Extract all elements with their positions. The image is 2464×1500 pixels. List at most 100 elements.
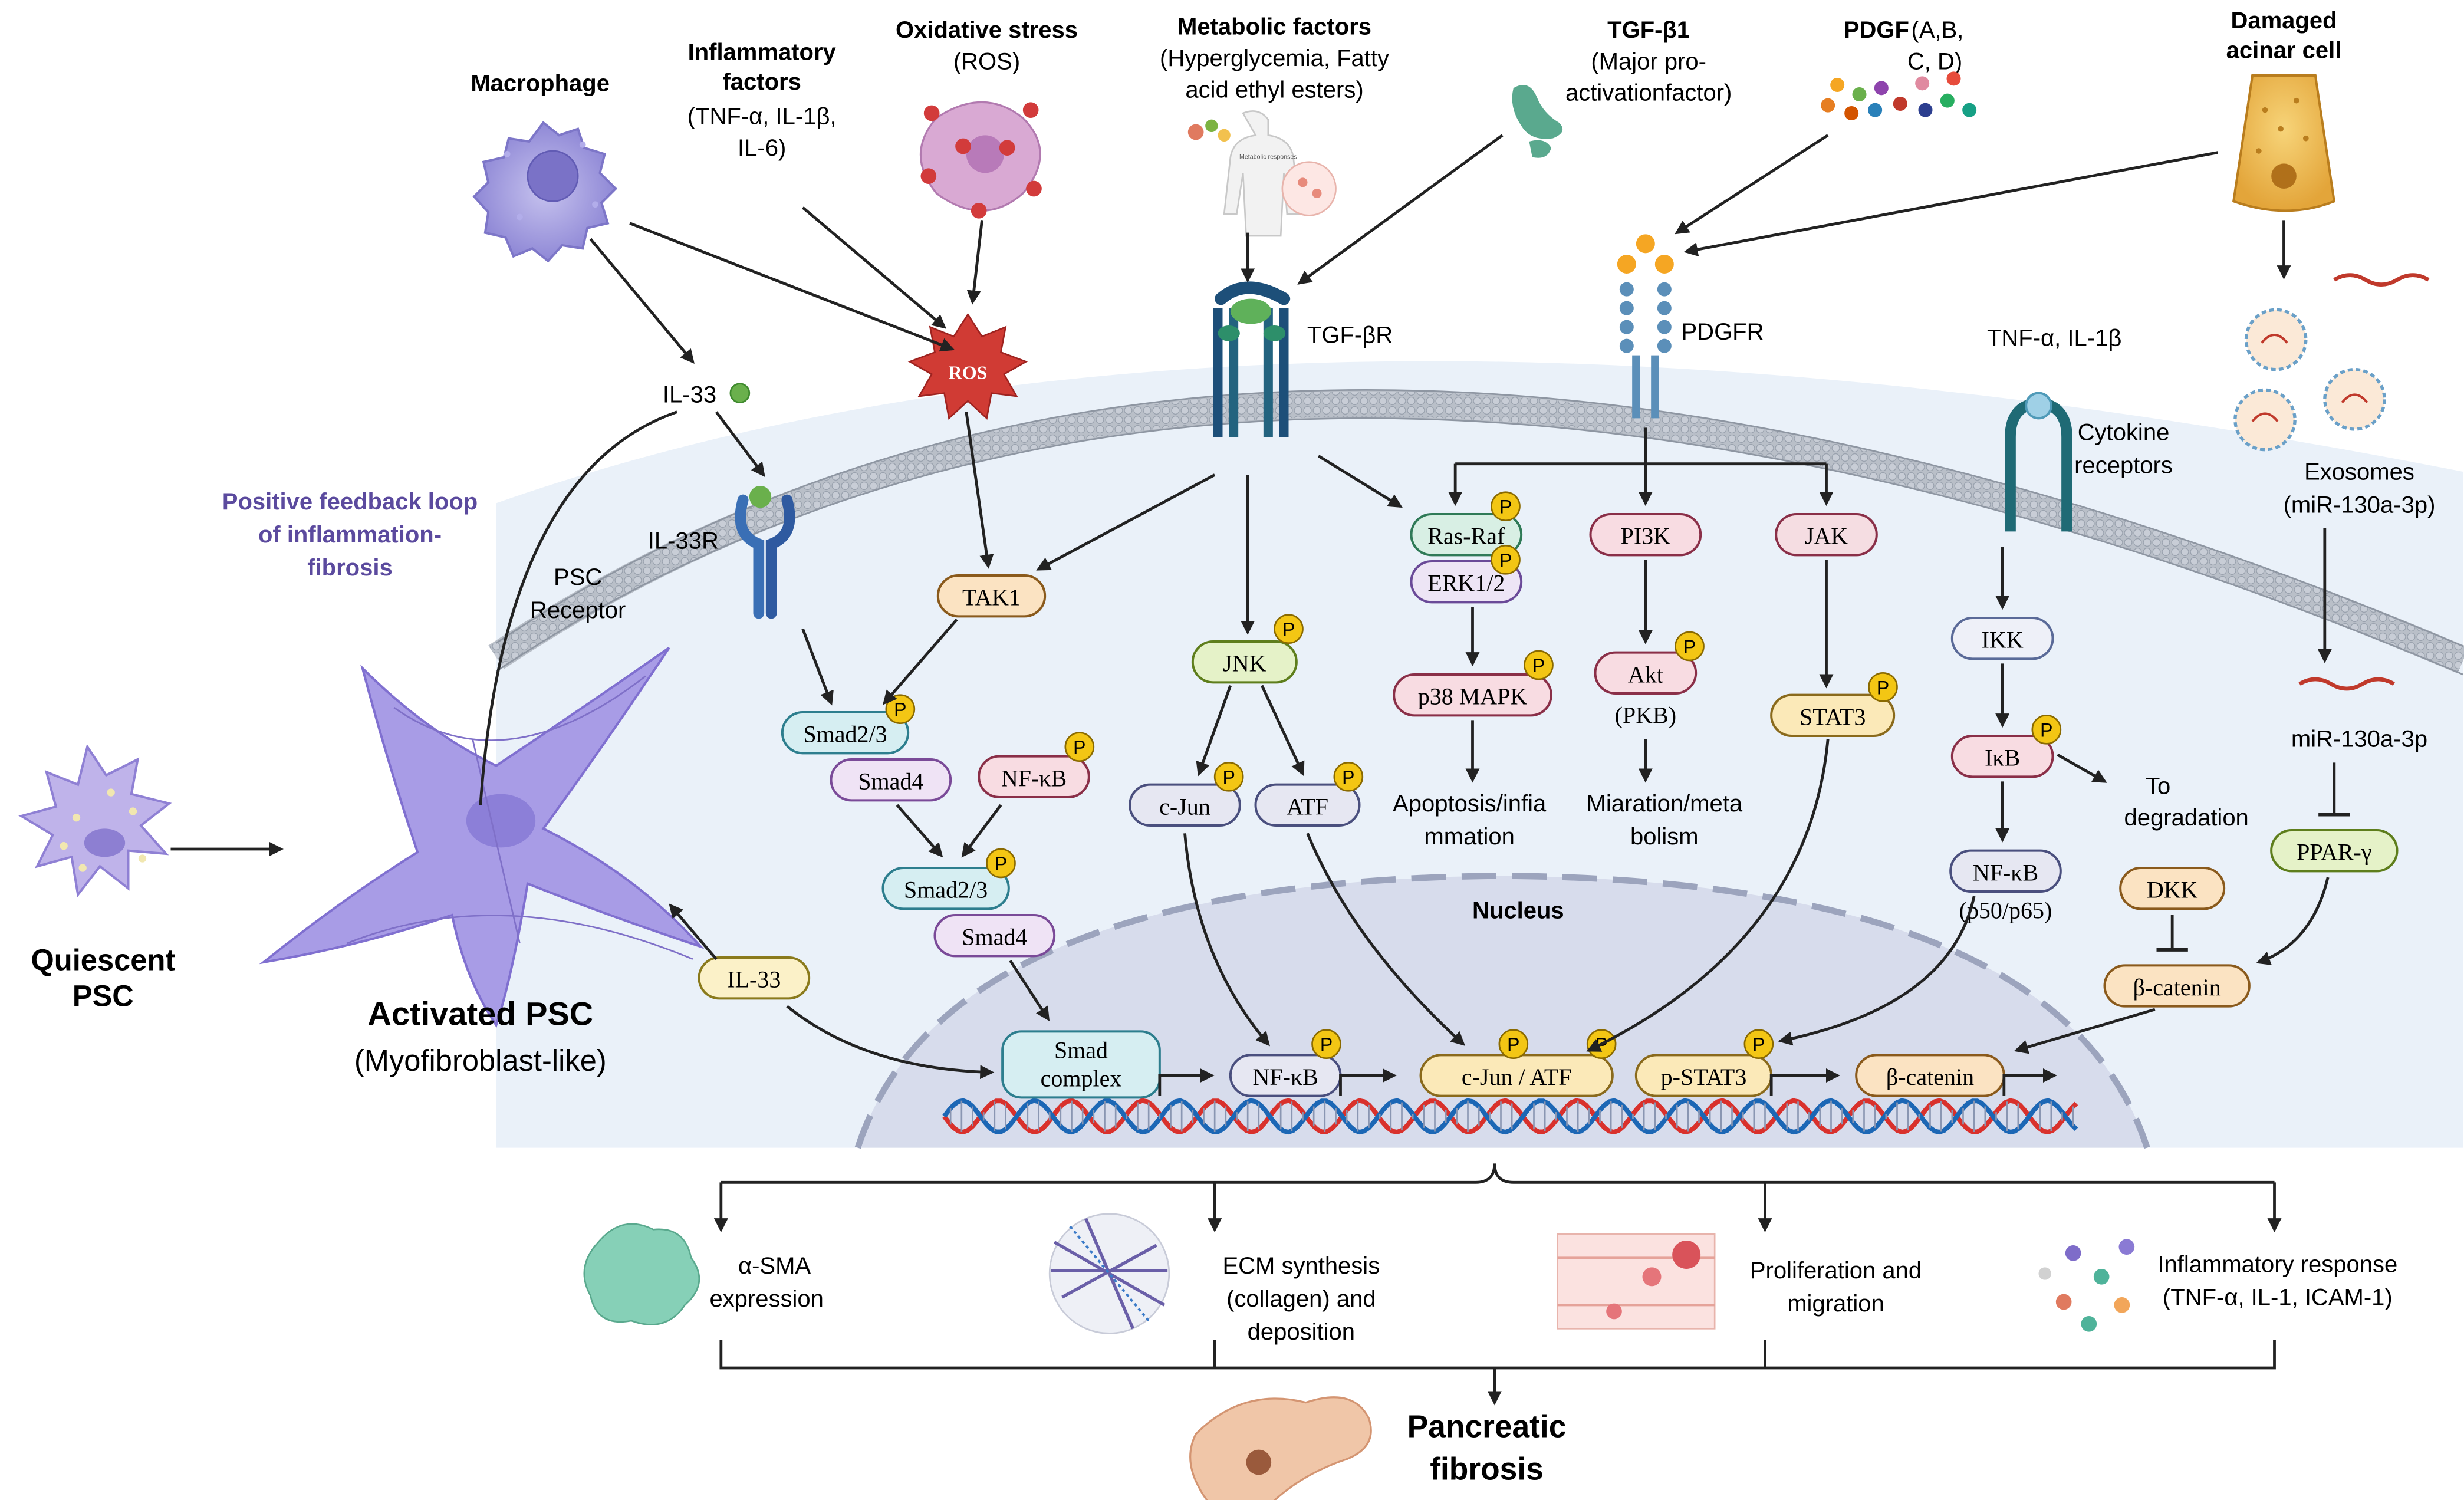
phospho-badge: P [2031, 715, 2062, 745]
ecm-label-3: deposition [1248, 1319, 1355, 1345]
tnf-il1-label: TNF-α, IL-1β [1987, 325, 2121, 351]
inflammatory-sub-2: IL-6) [738, 135, 786, 161]
svg-text:P: P [1877, 677, 1889, 698]
nucleus-shape [854, 872, 2150, 1149]
svg-text:ERK1/2: ERK1/2 [1427, 570, 1505, 597]
tgf-title: TGF-β1 [1607, 17, 1690, 43]
svg-text:β-catenin: β-catenin [2133, 974, 2221, 1001]
pill-smad-complex: Smad complex [1001, 1030, 1161, 1099]
phospho-badge: P [986, 848, 1016, 879]
asma-label-1: α-SMA [738, 1253, 811, 1279]
phospho-badge: P [1213, 762, 1244, 792]
p50p65-label: (p50/p65) [1959, 897, 2052, 923]
svg-text:p-STAT3: p-STAT3 [1661, 1064, 1747, 1090]
pill-pparg: PPAR-γ [2270, 828, 2399, 873]
pdgf-sub-2: C, D) [1907, 48, 1962, 74]
ros-burst-icon: ROS [907, 312, 1028, 420]
svg-text:JNK: JNK [1223, 650, 1266, 677]
mirna-strand-icon [2298, 677, 2395, 691]
pdgf-sub-1: (A,B, [1912, 17, 1964, 43]
damaged-title-2: acinar cell [2226, 38, 2342, 64]
svg-text:JAK: JAK [1805, 523, 1848, 550]
metabolic-sub-1: (Hyperglycemia, Fatty [1160, 45, 1389, 71]
svg-text:P: P [1752, 1034, 1765, 1055]
apoptosis-label-2: mmation [1424, 824, 1514, 850]
apoptosis-label-1: Apoptosis/infia [1393, 791, 1547, 817]
feedback-label-3: fibrosis [307, 555, 392, 581]
svg-text:Smad4: Smad4 [962, 924, 1027, 950]
svg-text:IL-33: IL-33 [727, 966, 781, 993]
svg-text:IκB: IκB [1985, 745, 2020, 771]
pill-atf: ATF [1254, 783, 1361, 827]
ecm-label-1: ECM synthesis [1222, 1253, 1380, 1279]
pill-smad4: Smad4 [830, 758, 952, 802]
inflammatory-title-2: factors [722, 69, 801, 95]
pill-jak: JAK [1775, 513, 1878, 557]
asma-label-2: expression [709, 1286, 823, 1312]
pancreas-icon [1189, 1396, 1372, 1500]
exosomes-icon [2233, 273, 2430, 452]
pdgf-title: PDGF [1844, 17, 1909, 43]
feedback-label-2: of inflammation- [258, 522, 442, 548]
inflam-label-1: Inflammatory response [2157, 1251, 2397, 1277]
to-degradation-label-2: degradation [2124, 805, 2249, 831]
pill-pstat3: p-STAT3 [1634, 1054, 1773, 1097]
macrophage-label: Macrophage [471, 71, 610, 97]
phospho-badge: P [885, 694, 916, 724]
output-bracket [713, 1163, 2282, 1406]
quiescent-label-1: Quiescent [31, 943, 175, 976]
ecm-fibers-icon [1048, 1213, 1170, 1334]
svg-text:TAK1: TAK1 [962, 584, 1021, 611]
phospho-badge: P [1491, 491, 1521, 521]
svg-text:c-Jun: c-Jun [1159, 793, 1210, 820]
final-label-2: fibrosis [1430, 1452, 1544, 1486]
svg-text:P: P [1499, 496, 1512, 518]
svg-text:P: P [894, 699, 906, 721]
final-label-1: Pancreatic [1407, 1409, 1567, 1444]
acinar-cell-icon [2232, 74, 2336, 212]
tgf-sub-2: activationfactor) [1565, 80, 1732, 106]
cytokine-label-2: receptors [2074, 453, 2173, 479]
psc-receptor-label-2: Receptor [530, 597, 626, 623]
inflammatory-sub-1: (TNF-α, IL-1β, [687, 104, 837, 130]
svg-text:β-catenin: β-catenin [1886, 1064, 1974, 1090]
il33-free-label: IL-33 [663, 382, 716, 408]
svg-text:Ras-Raf: Ras-Raf [1427, 523, 1505, 550]
quiescent-label-2: PSC [73, 979, 134, 1013]
metabolic-sub-2: acid ethyl esters) [1185, 77, 1363, 103]
signalling-molecules: TAK1 Smad2/3 Smad4 NF-κB Smad2/3 Smad4 I… [698, 513, 2399, 1099]
pill-smad23: Smad2/3 [781, 710, 910, 755]
pill-il33: IL-33 [698, 956, 811, 1000]
pdgf-molecules-icon [1821, 71, 1977, 120]
exosomes-label-2: (miR-130a-3p) [2284, 492, 2436, 518]
tgfbr-label: TGF-βR [1307, 322, 1393, 348]
pdgfr-label: PDGFR [1682, 319, 1764, 345]
pill-ikk: IKK [1950, 616, 2054, 660]
phospho-badge: P [1675, 631, 1705, 662]
svg-text:PPAR-γ: PPAR-γ [2297, 839, 2371, 866]
ros-burst-label: ROS [949, 362, 988, 383]
proliferation-vessel-icon [1557, 1233, 1716, 1330]
pill-smad4-nuc: Smad4 [933, 913, 1056, 958]
pill-smad23-nuc: Smad2/3 [881, 866, 1010, 910]
svg-text:P: P [2040, 719, 2052, 741]
il33r-receptor-icon [735, 486, 795, 619]
pill-dkk: DKK [2119, 866, 2226, 910]
svg-text:ATF: ATF [1287, 793, 1328, 820]
oxidative-sub: (ROS) [953, 48, 1020, 74]
tgfbr-receptor-icon [1213, 281, 1291, 438]
svg-text:P: P [1507, 1034, 1519, 1055]
inflam-label-2: (TNF-α, IL-1, ICAM-1) [2163, 1284, 2393, 1310]
macrophage-cell [472, 121, 617, 263]
il33-ligand-icon [729, 383, 751, 403]
to-degradation-label-1: To [2146, 774, 2170, 800]
prolif-label-2: migration [1787, 1291, 1884, 1317]
svg-text:NF-κB: NF-κB [1253, 1064, 1318, 1090]
il33r-label: IL-33R [648, 528, 719, 554]
svg-text:P: P [1532, 655, 1545, 676]
pill-nfkb-nuc: NF-κB [1229, 1054, 1342, 1097]
metabolic-body-icon: Metabolic responses [1187, 110, 1337, 237]
svg-text:complex: complex [1041, 1065, 1122, 1092]
